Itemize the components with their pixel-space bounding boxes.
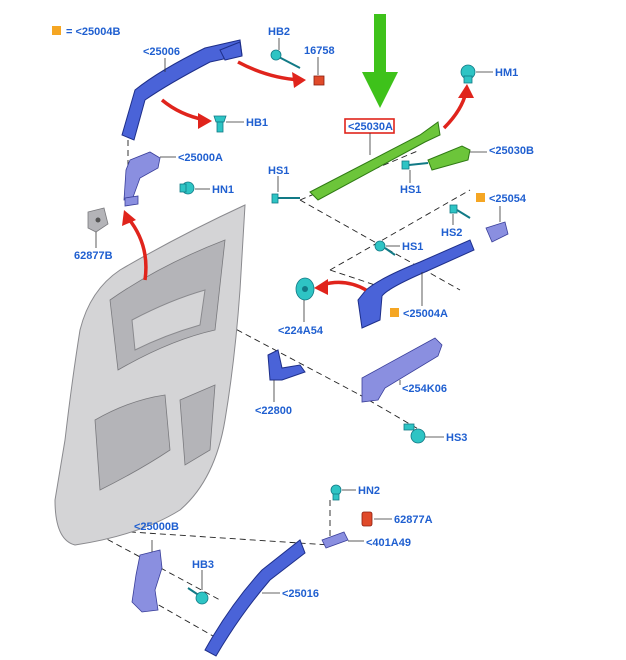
grommet-224a54-icon [295,277,315,301]
part-25004a-rail[interactable] [357,239,475,329]
label-62877a: 62877A [394,514,433,526]
label-hs2: HS2 [441,227,462,239]
highlight-box-25030a [344,118,395,134]
green-down-arrow-icon [362,14,398,108]
label-hs1-low: HS1 [402,241,423,253]
part-25030b-seal[interactable] [427,145,471,171]
red-arrow-224a54 [314,279,367,295]
red-arrow-door-up [122,210,148,281]
label-25030b: <25030B [489,145,534,157]
screw-hs1-mid-icon [401,160,429,170]
label-254k06: <254K06 [402,383,447,395]
part-62877b-bracket[interactable] [87,207,109,233]
part-25016-rail[interactable] [204,539,306,657]
label-hs1-mid: HS1 [400,184,421,196]
label-25006: <25006 [143,46,180,58]
label-25004a: <25004A [403,308,448,320]
label-hb1: HB1 [246,117,268,129]
screw-hs2-icon [449,204,471,219]
clip-62877a-icon [361,511,373,527]
label-hn2: HN2 [358,485,380,497]
label-25054: <25054 [489,193,527,205]
nut-hn2-icon [330,484,342,501]
label-hs1-top: HS1 [268,165,289,177]
orange-marker-25004a [390,308,399,317]
clip-hm1-icon [460,64,476,84]
label-hm1: HM1 [495,67,518,79]
part-25000b-bracket[interactable] [131,549,163,613]
part-25030a-seal[interactable] [309,121,441,201]
part-25000a-bracket[interactable] [123,151,161,207]
label-25000a: <25000A [178,152,223,164]
label-22800: <22800 [255,405,292,417]
screw-hs1-low-icon [374,240,396,256]
label-hs3: HS3 [446,432,467,444]
part-254k06-bracket[interactable] [361,337,443,403]
label-25030a[interactable]: <25030A [348,121,393,133]
label-25016: <25016 [282,588,319,600]
orange-marker-25054 [476,193,485,202]
legend-text: = <25004B [66,26,120,38]
screw-hs3-icon [403,423,426,444]
screw-hs1-top-icon [271,193,300,204]
red-arrow-hm1 [442,84,474,130]
part-22800-bracket[interactable] [267,349,306,381]
part-25006-rail[interactable] [121,39,243,141]
label-224a54: <224A54 [278,325,324,337]
label-hb3: HB3 [192,559,214,571]
label-25000b: <25000B [134,521,179,533]
bolt-hb2-icon [270,49,301,69]
part-25054-bracket[interactable] [485,221,509,243]
label-hn1: HN1 [212,184,234,196]
legend-orange-marker [52,26,61,35]
bolt-hb3-icon [187,587,209,605]
clip-16758-icon [313,75,325,86]
red-arrow-top [237,60,306,88]
label-62877b: 62877B [74,250,113,262]
screw-hb1-icon [213,115,227,133]
label-401a49: <401A49 [366,537,411,549]
part-401a49-bracket[interactable] [321,531,349,549]
nut-hn1-icon [179,181,195,195]
label-16758: 16758 [304,45,335,57]
label-hb2: HB2 [268,26,290,38]
red-arrow-hb1 [160,98,212,129]
